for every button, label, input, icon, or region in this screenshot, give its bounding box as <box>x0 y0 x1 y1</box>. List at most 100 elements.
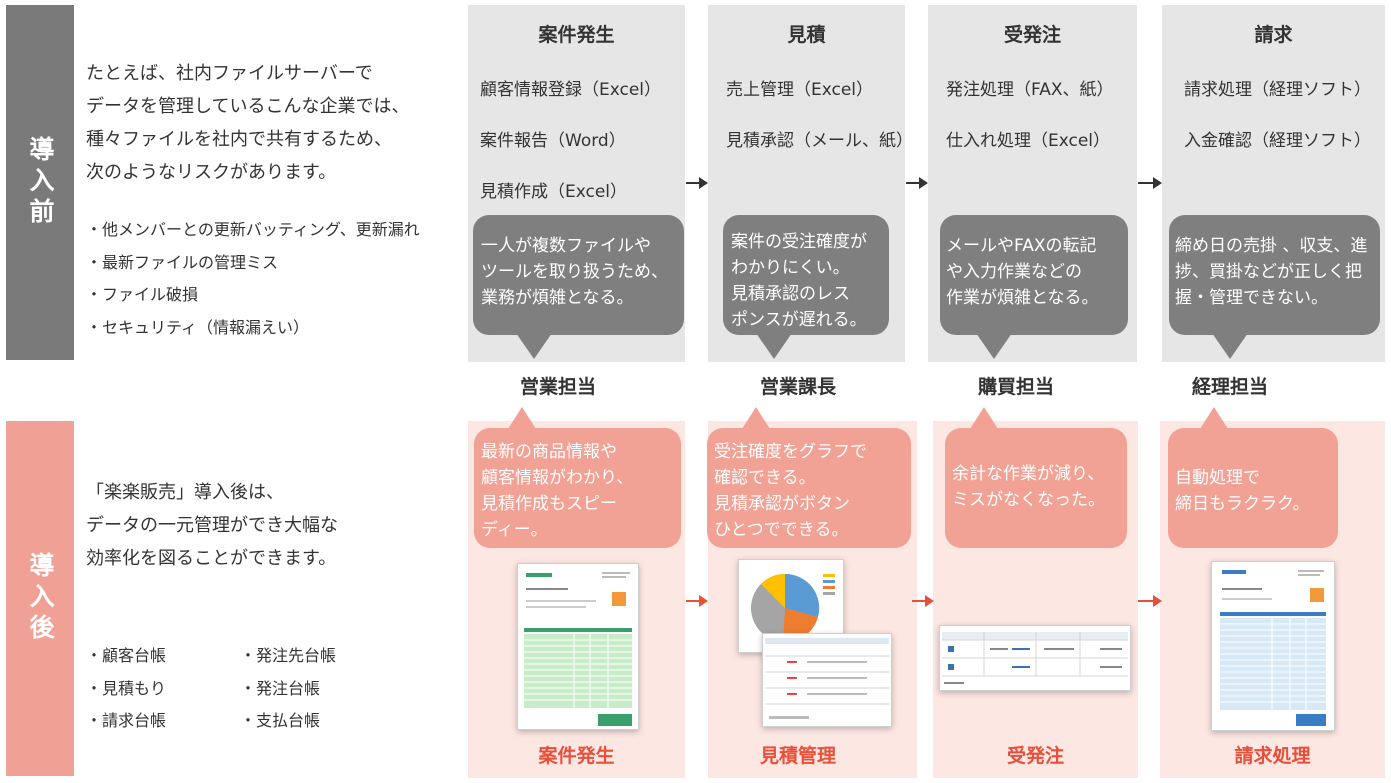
issue-line: メールやFAXの転記 <box>946 236 1097 256</box>
task-item: 案件報告（Word） <box>480 131 626 151</box>
benefit-line: ひとつでできる。 <box>714 520 849 540</box>
before-intro-text: たとえば、社内ファイルサーバーで データを管理しているこんな企業では、 種々ファ… <box>86 57 409 189</box>
ledger-item: ・発注台帳 <box>240 678 321 698</box>
before-intro-line: 次のようなリスクがあります。 <box>86 162 337 183</box>
issue-line: 見積承認のレス <box>731 284 850 304</box>
ledger-item: ・発注先台帳 <box>240 646 337 665</box>
risk-list: ・他メンバーとの更新バッティング、更新漏れ ・最新ファイルの管理ミス ・ファイル… <box>86 214 420 344</box>
estimate-list-thumbnail <box>762 633 892 727</box>
issue-line: 捗、買掛などが正しく把 <box>1175 262 1362 282</box>
ledger-item: ・支払台帳 <box>240 711 321 730</box>
flow-arrow-icon <box>686 177 708 189</box>
after-column-label: 案件発生 <box>538 745 615 767</box>
before-intro-line: たとえば、社内ファイルサーバーで <box>86 63 373 84</box>
ledger-item: ・請求台帳 <box>86 711 167 730</box>
benefit-line: 顧客情報がわかり、 <box>481 468 634 488</box>
after-introduction-band: 導入後 <box>6 421 74 776</box>
bubble-tail-icon <box>970 407 998 429</box>
benefit-bubble: 最新の商品情報や 顧客情報がわかり、 見積作成もスピー ディー。 <box>474 428 681 548</box>
bubble-tail-icon <box>756 333 792 359</box>
after-column-label: 請求処理 <box>1234 745 1311 767</box>
column-title: 案件発生 <box>538 24 615 46</box>
spreadsheet-thumbnail-icon <box>518 564 638 729</box>
after-intro-text: 「楽楽販売」導入後は、 データの一元管理ができ大幅な 効率化を図ることができます… <box>86 476 338 575</box>
bubble-tail-icon <box>516 333 552 359</box>
benefit-bubble: 余計な作業が減り、 ミスがなくなった。 <box>945 428 1127 548</box>
benefit-bubble: 自動処理で 締日もラクラク。 <box>1168 428 1338 548</box>
flow-arrow-icon <box>1138 177 1162 189</box>
flow-arrow-icon <box>912 595 934 607</box>
risk-item: ・最新ファイルの管理ミス <box>86 252 279 272</box>
task-item: 請求処理（経理ソフト） <box>1184 80 1371 100</box>
benefit-line: 自動処理で <box>1175 468 1260 488</box>
task-list: 発注処理（FAX、紙） 仕入れ処理（Excel） <box>946 65 1114 167</box>
task-item: 見積承認（メール、紙） <box>726 131 913 151</box>
issue-bubble: 一人が複数ファイルや ツールを取り扱うため、 業務が煩雑となる。 <box>473 215 684 335</box>
ledger-item: ・顧客台帳 <box>86 646 167 665</box>
issue-bubble: メールやFAXの転記 や入力作業などの 作業が煩雑となる。 <box>940 215 1128 335</box>
benefit-line: 見積承認がボタン <box>714 494 850 514</box>
after-column-label: 見積管理 <box>759 745 836 767</box>
ledger-list-right: ・発注先台帳 ・発注台帳 ・支払台帳 <box>240 640 336 738</box>
after-intro-line: 「楽楽販売」導入後は、 <box>86 482 284 503</box>
flow-arrow-icon <box>906 177 928 189</box>
column-title: 請求 <box>1254 24 1293 46</box>
issue-line: 一人が複数ファイルや <box>481 236 651 256</box>
after-column-label: 受発注 <box>1006 745 1064 767</box>
bubble-tail-icon <box>976 333 1012 359</box>
risk-item: ・セキュリティ（情報漏えい） <box>86 317 310 337</box>
after-intro-line: 効率化を図ることができます。 <box>86 548 337 569</box>
after-intro-line: データの一元管理ができ大幅な <box>86 515 338 536</box>
role-label: 営業担当 <box>519 376 596 398</box>
before-introduction-label: 導入前 <box>26 136 55 229</box>
table-thumbnail-icon <box>763 634 891 726</box>
before-intro-line: データを管理しているこんな企業では、 <box>86 96 410 117</box>
bubble-tail-icon <box>508 407 536 429</box>
issue-bubble: 締め日の売掛 、収支、進 捗、買掛などが正しく把 握・管理できない。 <box>1169 215 1380 335</box>
issue-line: ポンスが遅れる。 <box>731 310 867 330</box>
flow-arrow-icon <box>1138 595 1162 607</box>
bubble-tail-icon <box>742 407 770 429</box>
column-title: 受発注 <box>1003 24 1061 46</box>
task-list: 売上管理（Excel） 見積承認（メール、紙） <box>726 65 913 167</box>
task-item: 見積作成（Excel） <box>480 182 628 202</box>
issue-bubble: 案件の受注確度が わかりにくい。 見積承認のレス ポンスが遅れる。 <box>723 215 889 335</box>
task-list: 顧客情報登録（Excel） 案件報告（Word） 見積作成（Excel） <box>480 65 661 218</box>
task-item: 顧客情報登録（Excel） <box>480 80 662 100</box>
benefit-line: 余計な作業が減り、 <box>952 464 1105 484</box>
table-thumbnail-icon <box>940 626 1130 690</box>
bubble-tail-icon <box>1212 333 1248 359</box>
billing-invoice-thumbnail <box>1211 561 1335 731</box>
task-list: 請求処理（経理ソフト） 入金確認（経理ソフト） <box>1184 65 1371 167</box>
before-intro-line: 種々ファイルを社内で共有するため、 <box>86 129 392 150</box>
after-introduction-label: 導入後 <box>26 552 55 645</box>
benefit-line: ディー。 <box>481 520 548 540</box>
issue-line: ツールを取り扱うため、 <box>481 262 668 282</box>
role-label: 営業課長 <box>759 376 836 398</box>
task-item: 仕入れ処理（Excel） <box>946 131 1111 151</box>
issue-line: 業務が煩雑となる。 <box>481 288 634 308</box>
issue-line: 案件の受注確度が <box>731 232 867 252</box>
benefit-line: 確認できる。 <box>714 468 816 488</box>
bubble-tail-icon <box>1200 407 1228 429</box>
ledger-list-left: ・顧客台帳 ・見積もり ・請求台帳 <box>86 640 166 738</box>
risk-item: ・他メンバーとの更新バッティング、更新漏れ <box>86 220 420 239</box>
benefit-line: 受注確度をグラフで <box>714 442 867 462</box>
column-title: 見積 <box>787 24 826 46</box>
task-item: 発注処理（FAX、紙） <box>946 80 1114 100</box>
issue-line: や入力作業などの <box>946 262 1082 282</box>
benefit-line: 見積作成もスピー <box>481 494 617 514</box>
role-label: 経理担当 <box>1191 376 1268 398</box>
issue-line: わかりにくい。 <box>731 258 850 278</box>
orders-table-thumbnail <box>939 625 1131 691</box>
role-label: 購買担当 <box>977 376 1054 398</box>
before-introduction-band: 導入前 <box>6 5 74 360</box>
issue-line: 作業が煩雑となる。 <box>946 288 1099 308</box>
flow-arrow-icon <box>686 595 708 607</box>
benefit-bubble: 受注確度をグラフで 確認できる。 見積承認がボタン ひとつでできる。 <box>707 428 911 548</box>
benefit-line: ミスがなくなった。 <box>952 490 1105 510</box>
task-item: 入金確認（経理ソフト） <box>1184 131 1371 151</box>
invoice-thumbnail-icon <box>1212 562 1334 730</box>
case-screen-thumbnail <box>517 563 639 730</box>
benefit-line: 締日もラクラク。 <box>1175 494 1310 514</box>
